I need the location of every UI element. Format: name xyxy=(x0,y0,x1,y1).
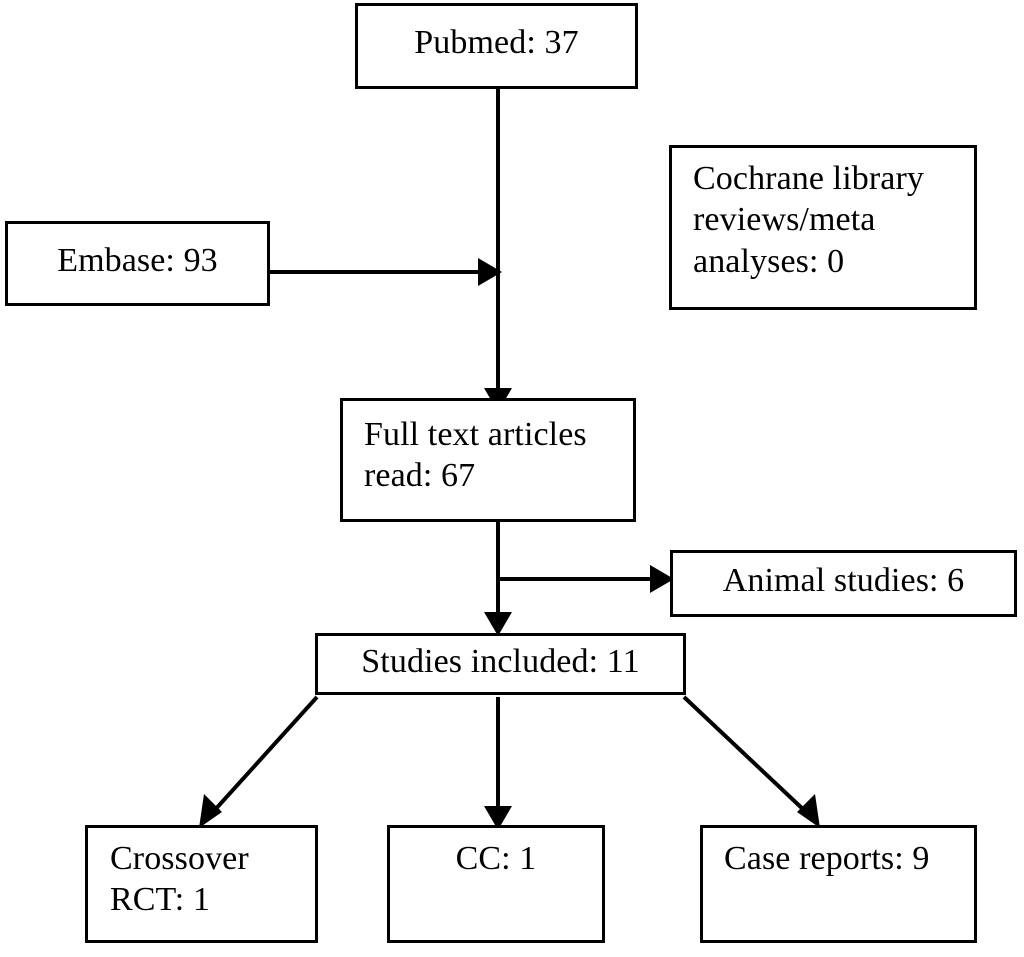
node-embase-label: Embase: 93 xyxy=(57,242,218,279)
node-studies-included xyxy=(315,633,686,695)
node-cochrane xyxy=(669,145,977,310)
node-pubmed-label: Pubmed: 37 xyxy=(414,24,579,61)
node-animal-studies xyxy=(670,550,1017,617)
node-embase xyxy=(5,221,270,306)
node-cc-label: CC: 1 xyxy=(455,840,537,877)
connector-fulltext-to-included xyxy=(484,522,512,636)
connector-embase-to-trunk xyxy=(270,258,502,286)
node-pubmed xyxy=(355,3,638,89)
connector-included-to-crossover xyxy=(199,695,319,828)
node-cochrane-label: Cochrane library reviews/meta analyses: … xyxy=(693,160,925,280)
node-crossover-rct-label: Crossover RCT: 1 xyxy=(110,840,249,919)
node-animal-studies-label: Animal studies: 6 xyxy=(722,562,965,599)
node-crossover-rct xyxy=(85,825,318,943)
node-case-reports xyxy=(700,825,977,943)
connector-fulltext-to-animal xyxy=(498,565,674,593)
node-studies-included-label: Studies included: 11 xyxy=(361,643,640,680)
node-case-reports-label: Case reports: 9 xyxy=(724,840,930,877)
connector-included-to-casereports xyxy=(682,695,820,828)
node-fulltext xyxy=(340,398,636,522)
node-cc xyxy=(387,825,605,943)
connector-included-to-cc xyxy=(484,697,512,830)
node-fulltext-label: Full text articles read: 67 xyxy=(364,416,587,495)
connector-pubmed-to-fulltext xyxy=(484,89,512,412)
